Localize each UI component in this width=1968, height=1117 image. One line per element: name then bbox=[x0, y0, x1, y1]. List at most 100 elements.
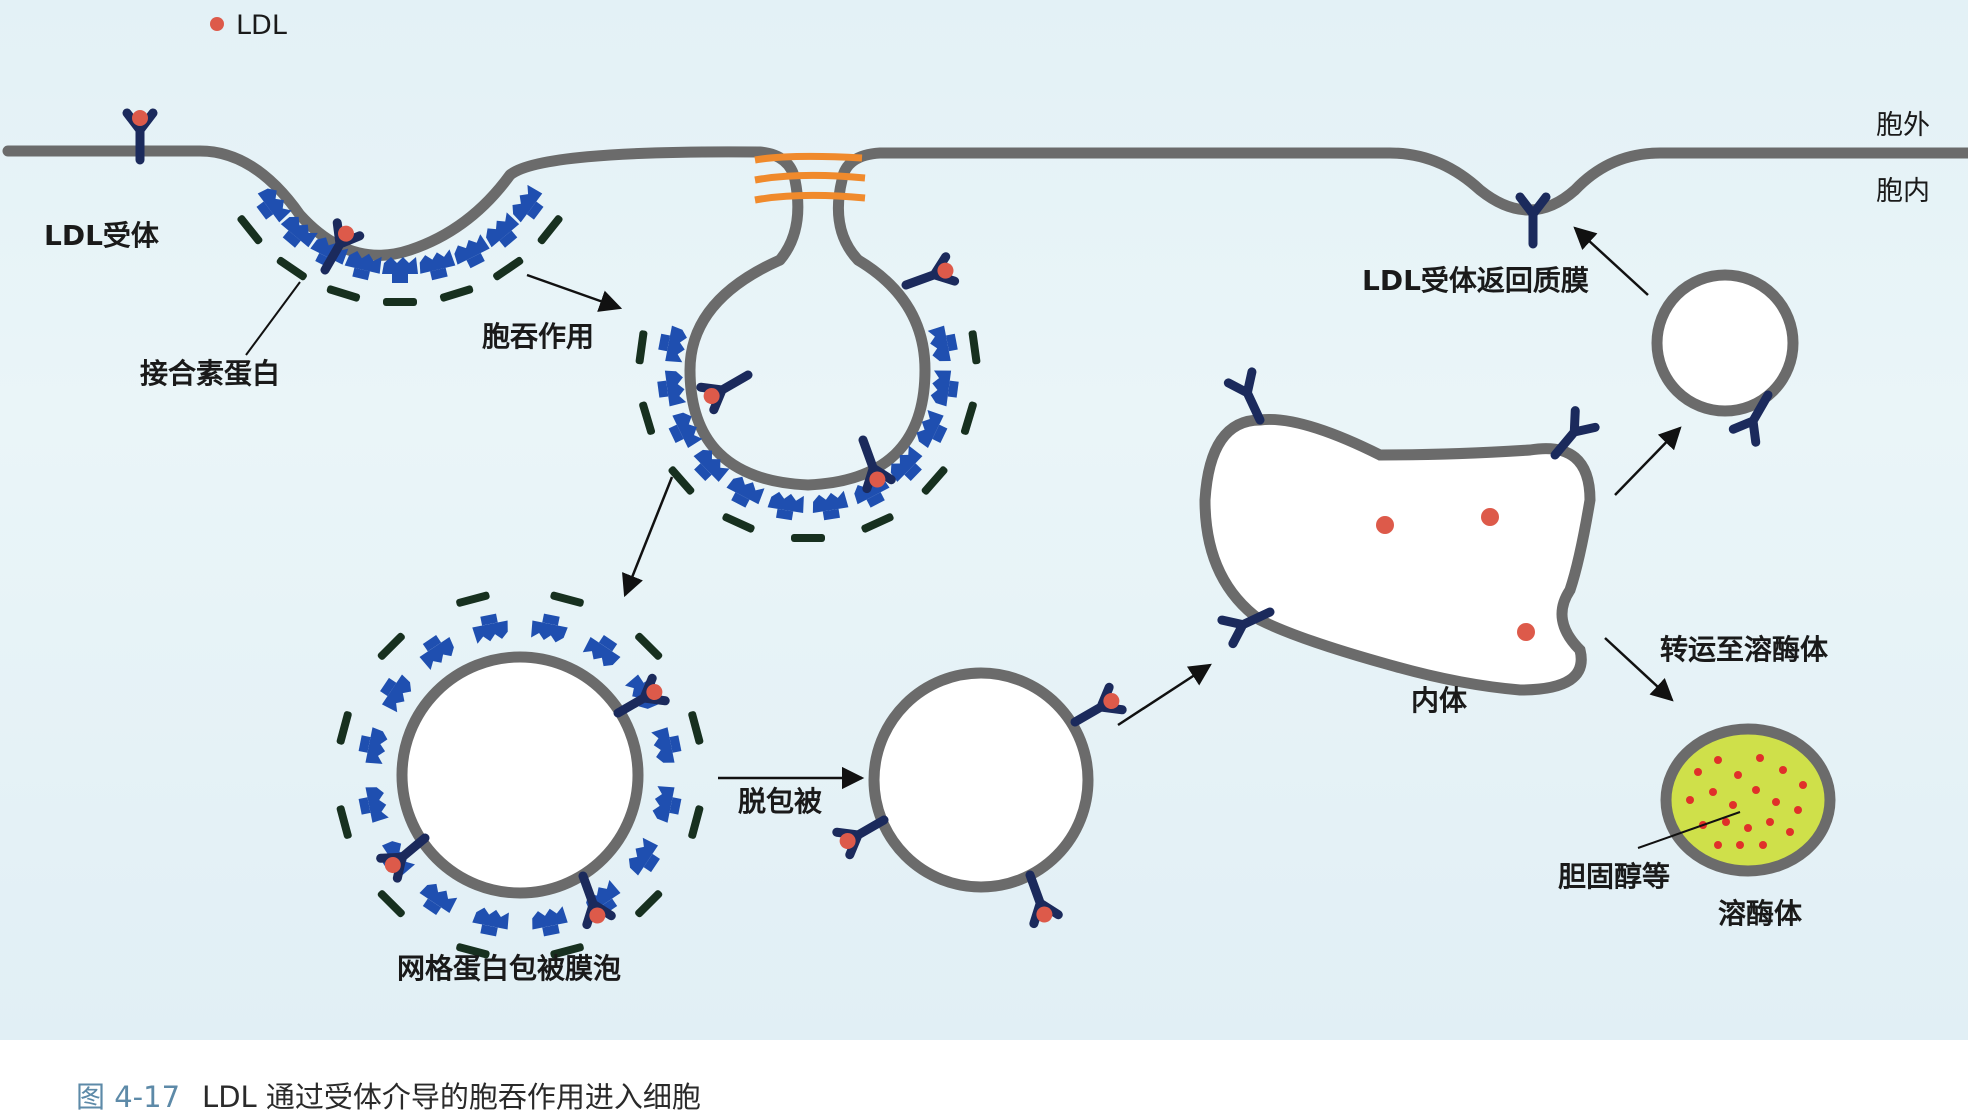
arrow-endo-to-lysosome bbox=[1604, 637, 1674, 702]
clathrin-unit bbox=[623, 836, 666, 881]
adaptin-bar bbox=[491, 255, 525, 282]
endosome-membrane bbox=[1199, 413, 1596, 696]
adaptin-bar bbox=[960, 400, 978, 436]
adaptin-bar bbox=[968, 329, 981, 365]
uncoated-vesicle-membrane bbox=[868, 667, 1094, 893]
label-adaptin: 接合素蛋白 bbox=[140, 357, 281, 390]
cholesterol-particle bbox=[1799, 781, 1807, 789]
clathrin-unit bbox=[470, 611, 511, 645]
clathrin-unit bbox=[356, 784, 390, 825]
adaptin-bar bbox=[638, 400, 656, 436]
cholesterol-particle bbox=[1736, 841, 1744, 849]
adaptin-bar bbox=[633, 631, 664, 662]
endo-ldl-1 bbox=[1376, 516, 1394, 534]
clathrin-unit bbox=[374, 669, 417, 714]
label-outside: 胞外 bbox=[1876, 110, 1930, 141]
clathrin-unit bbox=[529, 611, 570, 645]
cholesterol-particle bbox=[1722, 818, 1730, 826]
adaptin-bar bbox=[275, 255, 309, 282]
arrow-recycle-to-membrane bbox=[1573, 226, 1649, 296]
cholesterol-particle bbox=[1752, 786, 1760, 794]
clathrin-unit bbox=[810, 490, 850, 522]
adaptin-bar bbox=[455, 590, 491, 608]
label-to-lysosome: 转运至溶酶体 bbox=[1660, 633, 1829, 666]
adaptin-bar bbox=[335, 710, 353, 746]
adaptin-bar bbox=[635, 329, 648, 365]
clathrin-unit bbox=[655, 368, 687, 408]
adaptin-bar bbox=[633, 888, 664, 919]
figure-number: 图 4-17 bbox=[76, 1080, 181, 1114]
cholesterol-particle bbox=[1729, 801, 1737, 809]
clathrin-unit bbox=[929, 368, 961, 408]
bud-receptor-2 bbox=[698, 364, 754, 412]
label-uncoating: 脱包被 bbox=[738, 785, 823, 818]
label-receptor: LDL受体 bbox=[44, 219, 159, 252]
clathrin-unit bbox=[529, 905, 570, 939]
cholesterol-particle bbox=[1694, 768, 1702, 776]
adaptin-bar bbox=[536, 213, 564, 246]
adaptin-bar bbox=[687, 804, 705, 840]
adaptin-bar bbox=[376, 888, 407, 919]
adaptin-bar bbox=[687, 710, 705, 746]
recycling-vesicle-membrane bbox=[1651, 269, 1799, 417]
pointer-adaptin bbox=[245, 281, 301, 356]
cholesterol-particle bbox=[1714, 841, 1722, 849]
clathrin-unit bbox=[650, 725, 684, 766]
clathrin-unit bbox=[382, 257, 418, 283]
cholesterol-particle bbox=[1759, 841, 1767, 849]
cholesterol-particle bbox=[1756, 754, 1764, 762]
endo-ldl-3 bbox=[1517, 623, 1535, 641]
label-receptor-return: LDL受体返回质膜 bbox=[1362, 264, 1589, 297]
cholesterol-particle bbox=[1772, 798, 1780, 806]
adaptin-bar bbox=[236, 213, 264, 246]
adaptin-bar bbox=[439, 284, 475, 303]
plasma-membrane bbox=[2, 145, 1968, 266]
arrow-bud-to-cv bbox=[622, 476, 674, 598]
legend-ldl-label: LDL bbox=[236, 10, 287, 41]
adaptin-bar bbox=[549, 590, 585, 608]
label-inside: 胞内 bbox=[1876, 176, 1930, 207]
clathrin-unit bbox=[927, 323, 960, 365]
clathrin-unit bbox=[656, 323, 689, 365]
clathrin-unit bbox=[356, 725, 390, 766]
cv-receptor-2 bbox=[378, 828, 433, 880]
cholesterol-particle bbox=[1766, 818, 1774, 826]
adaptin-bar bbox=[376, 631, 407, 662]
cholesterol-particle bbox=[1714, 756, 1722, 764]
dynamin-rings bbox=[754, 152, 866, 204]
coated-vesicle-membrane bbox=[396, 651, 644, 899]
label-lysosome: 溶酶体 bbox=[1718, 897, 1803, 930]
bud-receptor-1 bbox=[902, 256, 958, 298]
clathrin-unit bbox=[414, 878, 459, 921]
lysosome-contents bbox=[1686, 754, 1807, 849]
cholesterol-particle bbox=[1786, 828, 1794, 836]
clathrin-unit bbox=[650, 784, 684, 825]
adaptin-bar bbox=[325, 284, 361, 303]
arrow-endo-to-recycle bbox=[1614, 426, 1682, 496]
label-endocytosis: 胞吞作用 bbox=[482, 320, 595, 353]
cholesterol-particle bbox=[1744, 824, 1752, 832]
pointer-cholesterol bbox=[1637, 811, 1741, 849]
adaptin-bar bbox=[721, 512, 756, 534]
label-coated-vesicle: 网格蛋白包被膜泡 bbox=[397, 952, 622, 985]
cholesterol-particle bbox=[1686, 796, 1694, 804]
clathrin-unit bbox=[470, 905, 511, 939]
label-endosome: 内体 bbox=[1411, 684, 1468, 717]
cholesterol-particle bbox=[1709, 788, 1717, 796]
clathrin-unit bbox=[581, 629, 626, 672]
label-cholesterol: 胆固醇等 bbox=[1558, 860, 1671, 893]
ldl-legend-dot bbox=[210, 17, 224, 31]
cholesterol-particle bbox=[1779, 766, 1787, 774]
adaptin-bar bbox=[920, 465, 949, 496]
endo-ldl-2 bbox=[1481, 508, 1499, 526]
arrow-pit-to-bud bbox=[526, 273, 623, 312]
cholesterol-particle bbox=[1794, 806, 1802, 814]
adaptin-bar bbox=[860, 512, 895, 534]
adaptin-bar bbox=[335, 804, 353, 840]
arrow-uv-to-endo bbox=[1117, 663, 1212, 727]
adaptin-bar bbox=[791, 534, 825, 542]
cholesterol-particle bbox=[1734, 771, 1742, 779]
clathrin-unit bbox=[414, 629, 459, 672]
